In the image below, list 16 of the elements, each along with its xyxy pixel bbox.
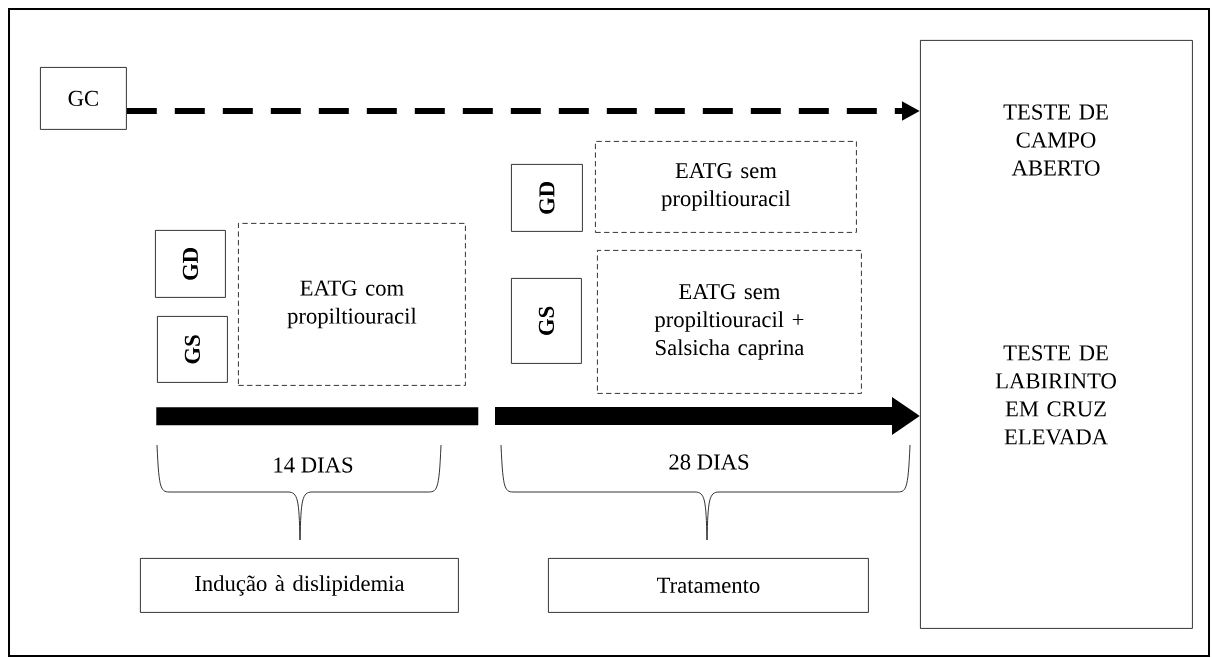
step-box: EATG sem propiltiouracil	[595, 141, 857, 233]
group-box: GS	[157, 316, 228, 383]
step-box: EATG sem propiltiouracil + Salsicha caprina	[597, 250, 862, 394]
test-label: TESTE DE CAMPO ABERTO	[1003, 104, 1108, 176]
test-label: TESTE DE LABIRINTO EM CRUZ ELEVADA	[995, 345, 1116, 445]
step-box: EATG com propiltiouracil	[238, 223, 466, 386]
group-box: GS	[511, 278, 582, 364]
group-box: GD	[511, 164, 583, 232]
label-box: Tratamento	[548, 558, 869, 613]
group-box: GD	[155, 230, 226, 298]
label-box: Indução à dislipidemia	[140, 558, 459, 613]
label-box: GC	[40, 67, 127, 130]
test-box	[920, 40, 1193, 629]
timeline-bar	[156, 407, 479, 426]
duration-label: 14 DIAS	[274, 457, 353, 473]
duration-label: 28 DIAS	[669, 454, 749, 470]
